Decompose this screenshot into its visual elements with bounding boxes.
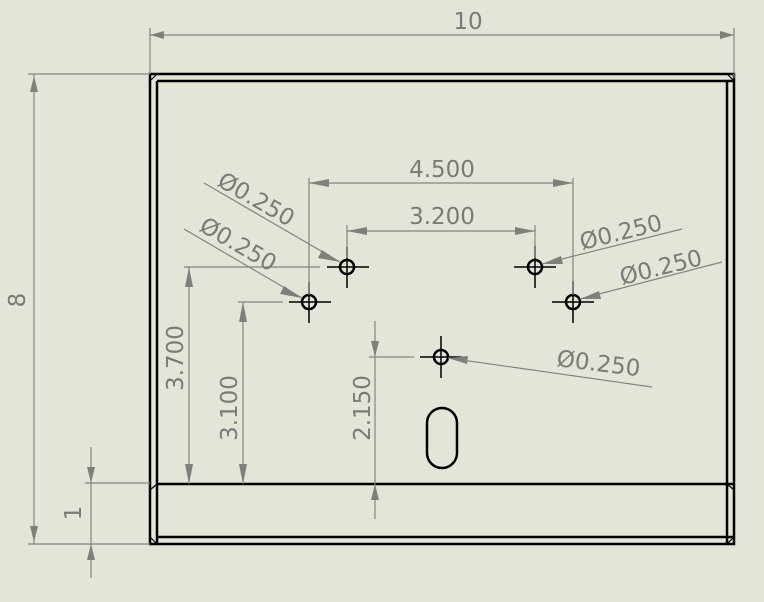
dimension-flange: 1	[61, 447, 150, 578]
callout-value: 0.250	[211, 222, 281, 277]
dim-flange-label: 1	[61, 506, 87, 521]
diameter-symbol: Ø	[555, 346, 576, 374]
svg-text:Ø0.250: Ø0.250	[555, 346, 642, 382]
dim-height-label: 8	[5, 293, 31, 308]
dimension-3100: 3.100	[217, 301, 283, 484]
dim-3200-label: 3.200	[409, 204, 475, 230]
part-outline	[148, 72, 736, 546]
dim-3100-label: 3.100	[217, 375, 243, 441]
diameter-symbol: Ø	[617, 261, 641, 291]
callout-value: 0.250	[229, 177, 299, 232]
svg-text:Ø0.250: Ø0.250	[617, 245, 705, 291]
diameter-symbol: Ø	[577, 226, 601, 256]
callout-center: Ø0.250	[447, 346, 653, 388]
svg-text:Ø0.250: Ø0.250	[577, 210, 665, 256]
dim-3700-label: 3.700	[163, 325, 189, 391]
dimension-width: 10	[149, 9, 735, 78]
dim-4500-label: 4.500	[409, 157, 475, 183]
hole-center	[420, 336, 462, 378]
callout-lower-right: Ø0.250	[579, 245, 723, 300]
dimension-3700: 3.700	[163, 266, 320, 484]
hole-lower-left	[289, 282, 331, 323]
dimension-height: 8	[5, 73, 150, 545]
dimension-4500: 4.500	[308, 157, 574, 295]
plate-outer-edge	[148, 72, 736, 546]
hole-upper-left	[327, 247, 369, 288]
dim-width-label: 10	[453, 9, 482, 35]
callout-value: 0.250	[595, 210, 665, 251]
slot	[425, 406, 459, 470]
dim-2150-label: 2.150	[350, 375, 376, 441]
callout-value: 0.250	[635, 245, 705, 286]
dimension-3200: 3.200	[346, 204, 536, 258]
dimension-2150: 2.150	[350, 321, 414, 519]
